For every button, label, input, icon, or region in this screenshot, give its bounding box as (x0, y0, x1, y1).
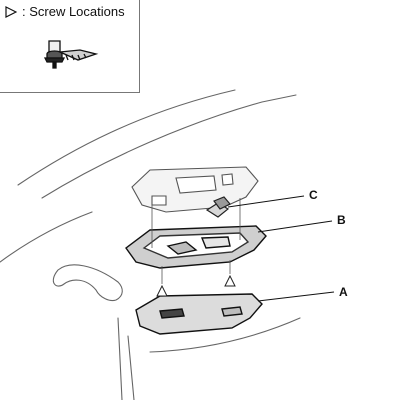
part-c (205, 196, 231, 218)
assist-grip (52, 264, 123, 302)
part-a (135, 293, 263, 335)
callout-a: A (339, 285, 348, 299)
screw-location-marker-left (156, 284, 168, 297)
headliner-top-edge (17, 89, 236, 186)
triangle-marker-icon (5, 6, 17, 18)
screw-location-marker-right (224, 274, 236, 287)
leader-b (257, 220, 333, 233)
legend-text: : Screw Locations (22, 4, 125, 19)
leader-c (227, 195, 305, 208)
legend-panel: : Screw Locations (0, 0, 140, 93)
screw-icon (43, 40, 99, 69)
leader-a (257, 291, 335, 302)
pillar-line-2 (127, 335, 135, 401)
pillar-line (117, 317, 123, 401)
callout-b: B (337, 213, 346, 227)
part-b (125, 225, 267, 269)
headliner-side-edge (0, 211, 93, 263)
windshield-edge (149, 317, 301, 353)
headliner-top-edge-inner (41, 94, 297, 199)
callout-c: C (309, 188, 318, 202)
